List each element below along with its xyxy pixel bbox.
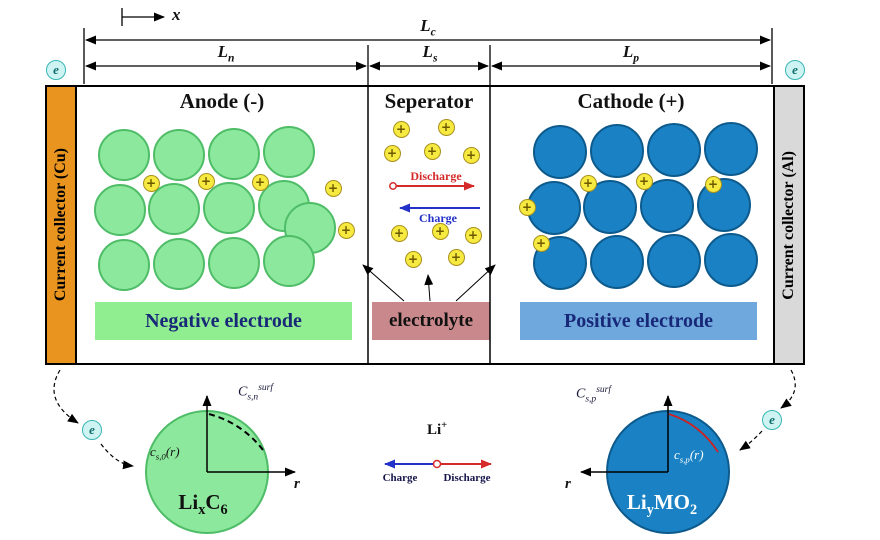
electron-letter: e (53, 62, 59, 77)
cathode-particle (704, 233, 758, 287)
separator-discharge-label: Discharge (410, 169, 462, 183)
cathode-radius-axis-label: r (565, 476, 571, 492)
current-collector-cu-label: Current collector (Cu) (52, 148, 69, 302)
cathode-lithium-ion: + (532, 234, 550, 252)
cathode-surface-concentration-label: Cs,psurf (576, 385, 611, 405)
current-collector-al-label: Current collector (Al) (780, 150, 797, 300)
cathode-header: Cathode (+) (577, 89, 685, 113)
anode-particle (148, 183, 200, 235)
anode-particle (98, 239, 150, 291)
cathode-particle (590, 235, 644, 289)
anode-particle (153, 238, 205, 290)
separator-header: Seperator (384, 89, 474, 113)
anode-particle (98, 129, 150, 181)
cathode-particle (647, 123, 701, 177)
separator-lithium-ion: + (383, 144, 401, 162)
positive-electrode-label: Positive electrode (563, 309, 713, 332)
bottom-discharge-label: Discharge (443, 472, 491, 484)
ls-dimension-label: Ls (422, 42, 438, 65)
cathode-formula: LiyMO2 (626, 490, 698, 519)
anode-particle (263, 126, 315, 178)
separator-lithium-ion: + (404, 250, 422, 268)
positive-electrode-badge: Positive electrode (520, 302, 757, 340)
lithium-ion-label: Li+ (427, 420, 447, 438)
negative-electrode-label: Negative electrode (145, 309, 302, 332)
cathode-particle (533, 125, 587, 179)
separator-charge-label: Charge (419, 211, 457, 225)
electron-icon: e (46, 60, 66, 80)
anode-lithium-ion: + (251, 173, 269, 191)
separator-lithium-ion: + (462, 146, 480, 164)
separator-lithium-ion: + (392, 120, 410, 138)
electron-letter: e (769, 412, 775, 427)
separator-lithium-ion: + (447, 248, 465, 266)
anode-particle (263, 235, 315, 287)
electron-icon: e (785, 60, 805, 80)
anode-lithium-ion: + (142, 174, 160, 192)
anode-radius-axis-label: r (294, 476, 300, 492)
anode-lithium-ion: + (337, 221, 355, 239)
separator-lithium-ion: + (423, 142, 441, 160)
cathode-lithium-ion: + (635, 172, 653, 190)
separator-lithium-ion: + (437, 118, 455, 136)
cathode-particle (704, 122, 758, 176)
anode-particle (203, 182, 255, 234)
current-collector-cu: Current collector (Cu) (45, 85, 77, 365)
electron-letter: e (792, 62, 798, 77)
separator-lithium-ion: + (431, 222, 449, 240)
anode-formula: LixC6 (178, 490, 228, 519)
anode-surface-concentration-label: Cs,nsurf (238, 383, 273, 403)
anode-lithium-ion: + (197, 172, 215, 190)
lc-dimension-label: Lc (420, 16, 436, 39)
cathode-concentration-label: cs,p(r) (674, 447, 704, 465)
bottom-charge-label: Charge (382, 472, 418, 484)
electron-icon: e (82, 420, 102, 440)
electron-letter: e (89, 422, 95, 437)
ion-flow-arrows (384, 459, 492, 469)
separator-lithium-ion: + (464, 226, 482, 244)
negative-electrode-badge: Negative electrode (95, 302, 352, 340)
anode-header: Anode (-) (179, 89, 265, 113)
current-collector-al: Current collector (Al) (773, 85, 805, 365)
x-axis-label: x (172, 5, 181, 24)
anode-lithium-ion: + (324, 179, 342, 197)
cathode-lithium-ion: + (704, 175, 722, 193)
cathode-lithium-ion: + (579, 174, 597, 192)
anode-particle (153, 129, 205, 181)
anode-particle (208, 128, 260, 180)
cathode-particle (647, 234, 701, 288)
electron-icon: e (762, 410, 782, 430)
electrolyte-label: electrolyte (388, 310, 474, 331)
cathode-particle (590, 124, 644, 178)
anode-particle (208, 237, 260, 289)
anode-concentration-label: cs,0(r) (150, 444, 180, 462)
cathode-lithium-ion: + (518, 198, 536, 216)
electrolyte-badge: electrolyte (372, 302, 490, 340)
separator-lithium-ion: + (390, 224, 408, 242)
ln-dimension-label: Ln (217, 42, 235, 65)
anode-particle (94, 184, 146, 236)
lp-dimension-label: Lp (622, 42, 640, 65)
